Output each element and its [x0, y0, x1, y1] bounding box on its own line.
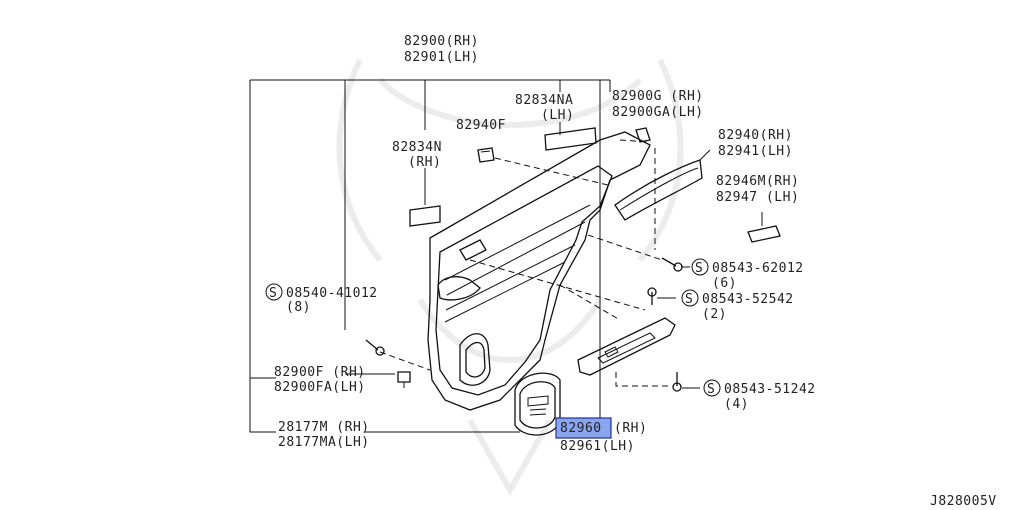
clip-icon-82900f — [397, 371, 411, 388]
label-08540-41012[interactable]: 08540-41012 — [286, 286, 378, 301]
label-08543-51242[interactable]: 08543-51242 — [724, 382, 816, 397]
main-bracket-lines — [249, 79, 611, 433]
s-mark-icon-51242: S — [703, 379, 721, 397]
label-82946m-rh[interactable]: 82946M(RH) — [716, 174, 799, 189]
screw-icon-62012 — [661, 257, 683, 272]
label-82900ga-lh[interactable]: 82900GA(LH) — [612, 105, 704, 120]
s-mark-icon-52542: S — [681, 289, 699, 307]
pad-82946m — [747, 225, 781, 243]
label-82940-rh[interactable]: 82940(RH) — [718, 128, 793, 143]
label-28177ma-lh[interactable]: 28177MA(LH) — [278, 435, 370, 450]
svg-text:S: S — [695, 261, 703, 276]
label-82941-lh[interactable]: 82941(LH) — [718, 144, 793, 159]
label-08543-52542-qty[interactable]: (2) — [702, 307, 727, 322]
label-leaders — [599, 149, 763, 420]
label-82900f-rh[interactable]: 82900F (RH) — [274, 365, 366, 380]
screw-icon-52542 — [647, 287, 657, 305]
door-trim-panel — [427, 131, 651, 411]
label-08543-62012[interactable]: 08543-62012 — [712, 261, 804, 276]
label-82900fa-lh[interactable]: 82900FA(LH) — [274, 380, 366, 395]
s-mark-icon-62012: S — [691, 258, 709, 276]
label-82834na-lh[interactable]: (LH) — [541, 108, 574, 123]
highlight-82960[interactable] — [555, 417, 612, 439]
label-82947-lh[interactable]: 82947 (LH) — [716, 190, 799, 205]
pad-82834n — [409, 205, 441, 227]
label-08543-52542[interactable]: 08543-52542 — [702, 292, 794, 307]
s-mark-icon-41012: S — [265, 283, 283, 301]
diagram-code: J828005V — [930, 494, 997, 509]
svg-text:S: S — [269, 286, 277, 301]
label-82940f[interactable]: 82940F — [456, 118, 506, 133]
label-82960-rh[interactable]: (RH) — [614, 421, 647, 436]
screw-icon-51242 — [672, 372, 682, 392]
assembly-dashed-lines — [379, 139, 670, 387]
label-82900-rh[interactable]: 82900(RH) — [404, 34, 479, 49]
label-82834n-rh[interactable]: (RH) — [408, 155, 441, 170]
label-82834na[interactable]: 82834NA — [515, 93, 573, 108]
svg-text:S: S — [707, 382, 715, 397]
label-82900g-rh[interactable]: 82900G (RH) — [612, 89, 704, 104]
svg-text:S: S — [685, 292, 693, 307]
label-08543-62012-qty[interactable]: (6) — [712, 276, 737, 291]
clip-82940f — [477, 147, 495, 163]
speaker-grille — [514, 372, 561, 436]
label-82834n[interactable]: 82834N — [392, 140, 442, 155]
label-08540-41012-qty[interactable]: (8) — [286, 300, 311, 315]
label-82901-lh[interactable]: 82901(LH) — [404, 50, 479, 65]
screw-icon-41012 — [365, 339, 385, 356]
label-82961-lh[interactable]: 82961(LH) — [560, 439, 635, 454]
armrest-82940 — [614, 159, 703, 221]
pad-82834na — [544, 127, 597, 151]
label-08543-51242-qty[interactable]: (4) — [724, 397, 749, 412]
label-82960[interactable]: 82960 — [560, 421, 602, 436]
label-28177m-rh[interactable]: 28177M (RH) — [278, 420, 370, 435]
switch-bezel-82960 — [577, 317, 676, 376]
clip-82900g — [635, 127, 651, 143]
watermark-emblem — [336, 58, 684, 497]
